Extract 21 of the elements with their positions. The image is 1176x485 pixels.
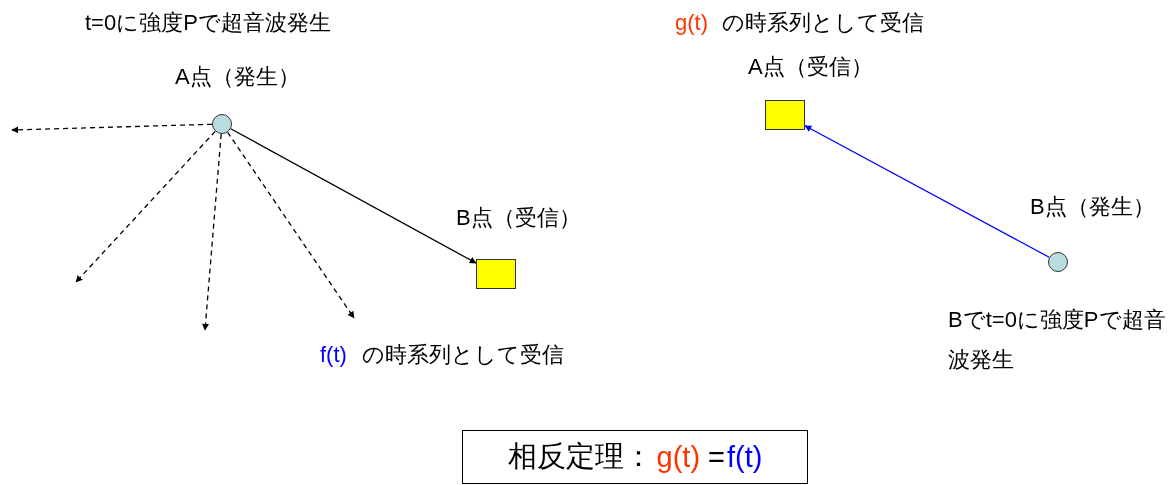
arrow — [230, 128, 477, 264]
arrow — [804, 125, 1050, 258]
point-label: A点（受信） — [748, 54, 873, 81]
note-text: Bでt=0に強度Pで超音波発生 — [948, 306, 1167, 374]
formula-text: f(t) — [727, 440, 763, 474]
note-text: の時系列として受信 — [722, 10, 924, 37]
note-text: f(t) — [320, 342, 347, 369]
dashed-arrow — [227, 131, 355, 319]
formula-box — [462, 430, 808, 484]
dashed-arrow — [11, 123, 213, 134]
formula-text: 相反定理： — [507, 439, 653, 474]
note-text: の時系列として受信 — [362, 342, 564, 369]
point-label: B点（発生） — [1030, 194, 1155, 221]
formula-text: g(t) — [656, 440, 701, 474]
dashed-arrow — [75, 130, 216, 283]
note-text: g(t) — [675, 10, 708, 37]
point-label: A点（発生） — [175, 64, 300, 91]
formula-text: = — [708, 440, 725, 474]
note-text: t=0に強度Pで超音波発生 — [85, 10, 331, 37]
dashed-arrow — [202, 133, 222, 331]
point-label: B点（受信） — [456, 205, 581, 232]
